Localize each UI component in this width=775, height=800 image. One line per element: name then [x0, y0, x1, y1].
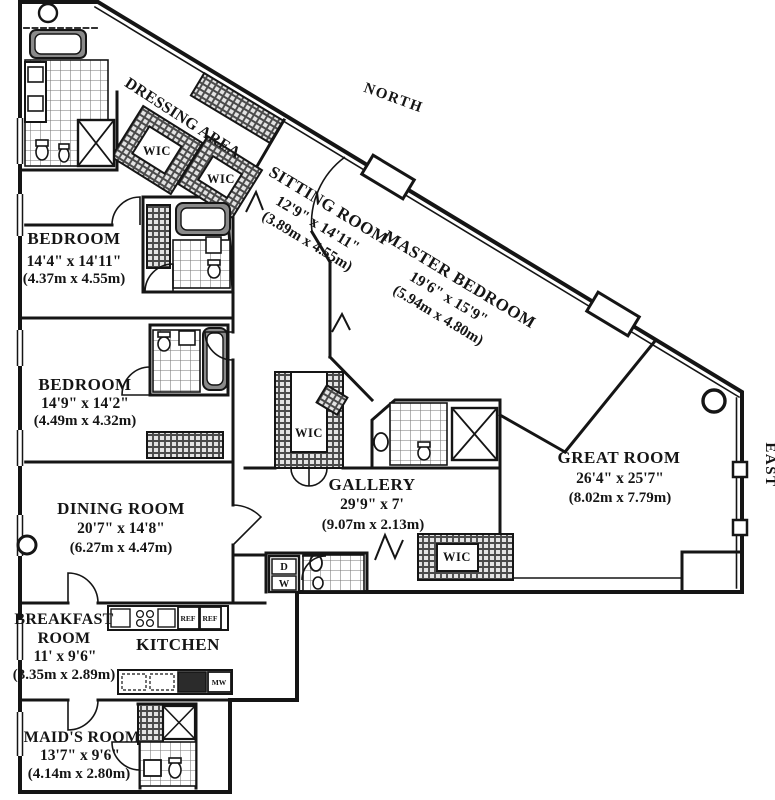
svg-text:(4.37m x 4.55m): (4.37m x 4.55m) — [23, 271, 125, 287]
svg-text:14'9" x 14'2": 14'9" x 14'2" — [41, 395, 129, 412]
foyer-closet — [315, 383, 349, 417]
sink — [178, 330, 196, 346]
svg-text:MASTER BEDROOM: MASTER BEDROOM — [380, 226, 539, 332]
toilet — [35, 139, 49, 161]
outer-wall — [18, 0, 744, 794]
toilet — [312, 576, 324, 590]
toilet — [157, 331, 171, 352]
svg-text:GALLERY: GALLERY — [329, 475, 416, 494]
opening-break — [374, 532, 404, 561]
svg-text:(8.02m x 7.79m): (8.02m x 7.79m) — [569, 490, 671, 506]
bathtub — [29, 29, 87, 59]
sink — [143, 759, 162, 777]
wic-label: WIC — [443, 550, 471, 564]
column — [701, 388, 727, 414]
ref-label: REF — [203, 614, 218, 623]
shower — [450, 406, 499, 462]
room-label-bedroom-1: BEDROOM 14'4" x 14'11" (4.37m x 4.55m) — [23, 229, 125, 287]
svg-text:BREAKFAST: BREAKFAST — [14, 611, 113, 628]
bedroom1-closet — [146, 204, 171, 269]
ref-label: REF — [181, 614, 196, 623]
column — [16, 534, 38, 556]
svg-text:14'4" x 14'11": 14'4" x 14'11" — [27, 253, 122, 270]
svg-text:ROOM: ROOM — [38, 630, 91, 647]
room-label-great-room: GREAT ROOM 26'4" x 25'7" (8.02m x 7.79m) — [558, 448, 681, 506]
shower — [161, 704, 197, 741]
toilet — [168, 757, 182, 779]
sink — [205, 236, 222, 254]
svg-text:26'4" x 25'7": 26'4" x 25'7" — [576, 470, 664, 487]
opening-break — [331, 311, 351, 333]
room-label-bedroom-2: BEDROOM 14'9" x 14'2" (4.49m x 4.32m) — [34, 375, 136, 429]
wic-label: WIC — [143, 144, 171, 158]
laundry-stack — [267, 554, 301, 594]
dryer-label: D — [280, 562, 288, 573]
svg-text:MAID'S ROOM: MAID'S ROOM — [24, 729, 141, 746]
compass-east: EAST — [762, 442, 775, 487]
svg-text:GREAT ROOM: GREAT ROOM — [558, 448, 681, 467]
svg-text:BEDROOM: BEDROOM — [27, 229, 120, 248]
doors — [67, 156, 404, 771]
room-label-gallery: GALLERY 29'9" x 7' (9.07m x 2.13m) — [322, 475, 424, 533]
sink — [373, 432, 389, 452]
laundry-block-walls — [231, 551, 369, 594]
opening-break — [245, 189, 264, 213]
fixtures — [16, 2, 727, 779]
room-label-maids-room: MAID'S ROOM 13'7" x 9'6" (4.14m x 2.80m) — [24, 729, 141, 782]
svg-text:(9.07m x 2.13m): (9.07m x 2.13m) — [322, 517, 424, 533]
kitchen-counter-top — [107, 605, 229, 631]
bedroom2-bench-closet — [146, 431, 224, 459]
room-label-kitchen: KITCHEN — [136, 635, 220, 654]
wic-4-closet — [417, 533, 514, 581]
microwave-label: MW — [212, 678, 227, 687]
wic-label: WIC — [207, 172, 235, 186]
center-bath-walls — [370, 398, 502, 470]
kitchen-counter-bottom — [117, 669, 233, 695]
refrigerator — [177, 606, 200, 630]
sink — [27, 66, 44, 83]
toilet — [207, 259, 221, 279]
bidet — [58, 143, 70, 163]
shower — [76, 118, 116, 168]
svg-text:(6.27m x 4.47m): (6.27m x 4.47m) — [70, 540, 172, 556]
bathtub — [175, 202, 231, 236]
wall-piers — [359, 153, 749, 537]
svg-text:(4.49m x 4.32m): (4.49m x 4.32m) — [34, 413, 136, 429]
washer-label: W — [279, 579, 290, 590]
svg-text:DINING ROOM: DINING ROOM — [57, 499, 185, 518]
svg-text:11' x 9'6": 11' x 9'6" — [34, 648, 97, 665]
room-label-breakfast-room: BREAKFAST ROOM 11' x 9'6" (3.35m x 2.89m… — [13, 611, 115, 683]
sink — [27, 95, 44, 112]
left-windows — [15, 118, 25, 756]
microwave-box — [207, 671, 232, 693]
svg-text:29'9" x 7': 29'9" x 7' — [340, 496, 404, 513]
closets — [110, 71, 514, 745]
svg-text:BEDROOM: BEDROOM — [38, 375, 131, 394]
maid-closet — [137, 703, 164, 745]
wic-2-closet — [176, 134, 264, 220]
svg-text:20'7" x 14'8": 20'7" x 14'8" — [77, 520, 165, 537]
basin-circle — [37, 2, 59, 24]
svg-text:(4.14m x 2.80m): (4.14m x 2.80m) — [28, 766, 130, 782]
walls — [18, 0, 749, 794]
wic-3-closet — [274, 371, 344, 469]
dressing-closet-strip — [189, 71, 285, 145]
refrigerator — [199, 606, 222, 630]
svg-text:(3.35m x 2.89m): (3.35m x 2.89m) — [13, 667, 115, 683]
bedroom2-walls — [18, 316, 235, 397]
compass-north: NORTH — [362, 80, 426, 116]
toilet — [417, 441, 431, 461]
room-label-dining-room: DINING ROOM 20'7" x 14'8" (6.27m x 4.47m… — [57, 499, 185, 556]
svg-text:13'7" x 9'6": 13'7" x 9'6" — [40, 747, 120, 764]
master-bedroom-walls — [309, 229, 658, 455]
range — [177, 671, 207, 693]
wic-label: WIC — [295, 426, 323, 440]
room-label-master-bedroom: MASTER BEDROOM 19'6" x 15'9" (5.94m x 4.… — [380, 226, 539, 349]
great-room-corner-step — [680, 550, 742, 594]
